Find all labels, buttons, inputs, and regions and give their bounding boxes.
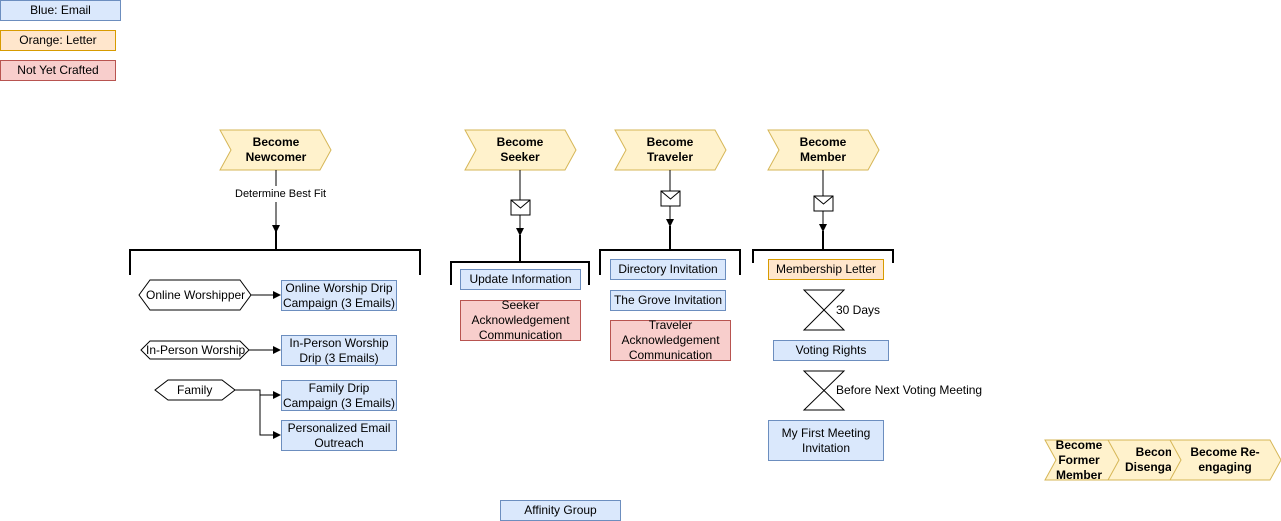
stage-reengaging-label: Become Re-engaging <box>1190 445 1260 474</box>
wait-30-days-label: 30 Days <box>836 303 881 317</box>
in-person-drip-campaign[interactable]: In-Person Worship Drip (3 Emails) <box>281 335 397 366</box>
hourglass-icon <box>802 289 846 331</box>
member-bracket <box>752 231 894 263</box>
first-meeting-invitation[interactable]: My First Meeting Invitation <box>768 420 884 461</box>
wait-before-meeting-label: Before Next Voting Meeting <box>836 383 983 397</box>
traveler-bracket <box>599 226 741 275</box>
legend-letter: Orange: Letter <box>0 30 116 51</box>
hourglass-icon <box>802 370 846 411</box>
online-drip-campaign[interactable]: Online Worship Drip Campaign (3 Emails) <box>281 280 397 311</box>
stage-member-label: Become Member <box>799 135 847 164</box>
personalized-email-outreach[interactable]: Personalized Email Outreach <box>281 420 397 451</box>
traveler-acknowledgement[interactable]: Traveler Acknowledgement Communication <box>610 318 731 362</box>
stage-traveler-shape[interactable] <box>614 129 727 171</box>
legend-email: Blue: Email <box>0 0 121 21</box>
stage-traveler-label: Become Traveler <box>646 135 694 164</box>
family-drip-campaign[interactable]: Family Drip Campaign (3 Emails) <box>281 380 397 411</box>
directory-invitation[interactable]: Directory Invitation <box>610 259 726 280</box>
in-person-worship-shape[interactable] <box>140 340 250 360</box>
affinity-group[interactable]: Affinity Group <box>500 500 621 521</box>
stage-newcomer-label: Become Newcomer <box>245 135 307 164</box>
family-shape[interactable] <box>154 379 236 401</box>
voting-rights[interactable]: Voting Rights <box>773 340 889 361</box>
newcomer-bracket <box>129 225 421 275</box>
stage-seeker-label: Become Seeker <box>496 135 544 164</box>
stage-reengaging-shape[interactable] <box>1169 439 1281 481</box>
update-information[interactable]: Update Information <box>460 269 581 290</box>
stage-former-member-label: Become Former Member <box>1055 440 1103 480</box>
determine-best-fit-label: Determine Best Fit <box>234 187 328 201</box>
stage-seeker-shape[interactable] <box>464 129 577 171</box>
family-label: Family <box>177 383 213 397</box>
seeker-acknowledgement[interactable]: Seeker Acknowledgement Communication <box>460 298 581 342</box>
seeker-bracket <box>450 235 590 285</box>
online-worshipper-shape[interactable] <box>138 279 252 311</box>
legend-not-crafted: Not Yet Crafted <box>0 60 116 81</box>
stage-newcomer-shape[interactable] <box>219 129 332 171</box>
online-worshipper-label: Online Worshipper <box>146 288 246 302</box>
family-arrow-1 <box>235 389 281 399</box>
in-person-worship-label: In-Person Worship <box>146 343 246 357</box>
grove-invitation[interactable]: The Grove Invitation <box>610 290 726 311</box>
stage-disengaged-label: Become Disengaged <box>1125 445 1171 474</box>
membership-letter[interactable]: Membership Letter <box>768 259 884 280</box>
stage-member-shape[interactable] <box>767 129 880 171</box>
family-arrow-2 <box>259 395 281 439</box>
